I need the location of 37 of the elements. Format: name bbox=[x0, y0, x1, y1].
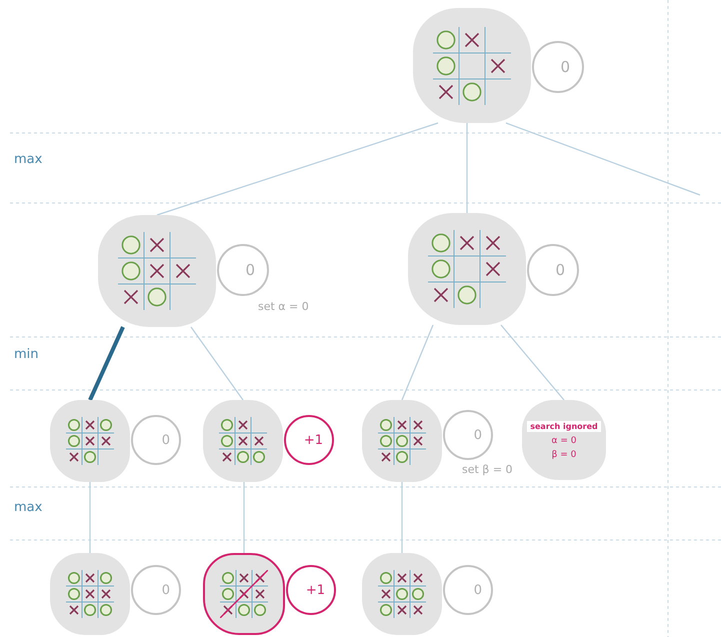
game-state-cloud bbox=[98, 215, 216, 327]
game-state-cloud bbox=[203, 553, 285, 635]
game-state-cloud bbox=[408, 213, 526, 325]
tree-edge bbox=[89, 482, 91, 553]
score-circle: 0 bbox=[532, 41, 584, 93]
annotation-text: set β = 0 bbox=[462, 463, 513, 476]
tree-edge bbox=[500, 324, 564, 400]
level-label: max bbox=[14, 152, 42, 167]
game-state-cloud bbox=[413, 8, 531, 123]
tree-edge bbox=[190, 326, 244, 400]
score-circle: 0 bbox=[131, 565, 181, 615]
game-state-cloud bbox=[50, 553, 130, 635]
level-label: min bbox=[14, 347, 39, 362]
level-label: max bbox=[14, 500, 42, 515]
score-circle: 0 bbox=[527, 244, 579, 296]
game-state-cloud bbox=[362, 553, 442, 635]
score-circle: 0 bbox=[443, 565, 493, 615]
annotation-text: set α = 0 bbox=[258, 300, 309, 313]
game-state-cloud bbox=[50, 400, 130, 482]
score-circle: +1 bbox=[286, 565, 336, 615]
score-circle: 0 bbox=[131, 415, 181, 465]
note-title: search ignored bbox=[527, 420, 601, 432]
tree-edge bbox=[466, 123, 468, 213]
tree-edge bbox=[401, 482, 403, 553]
tree-edge bbox=[506, 122, 700, 196]
note-text: β = 0 bbox=[552, 450, 576, 460]
game-state-cloud bbox=[362, 400, 442, 482]
tree-edge bbox=[401, 324, 434, 400]
score-circle: 0 bbox=[443, 410, 493, 460]
game-state-cloud bbox=[203, 400, 283, 482]
score-circle: +1 bbox=[284, 415, 334, 465]
note-text: α = 0 bbox=[552, 436, 576, 446]
note-cloud bbox=[522, 400, 606, 480]
tree-edge bbox=[88, 326, 125, 401]
tree-edge bbox=[156, 122, 438, 216]
score-circle: 0 bbox=[217, 244, 269, 296]
tree-edge bbox=[243, 482, 245, 553]
